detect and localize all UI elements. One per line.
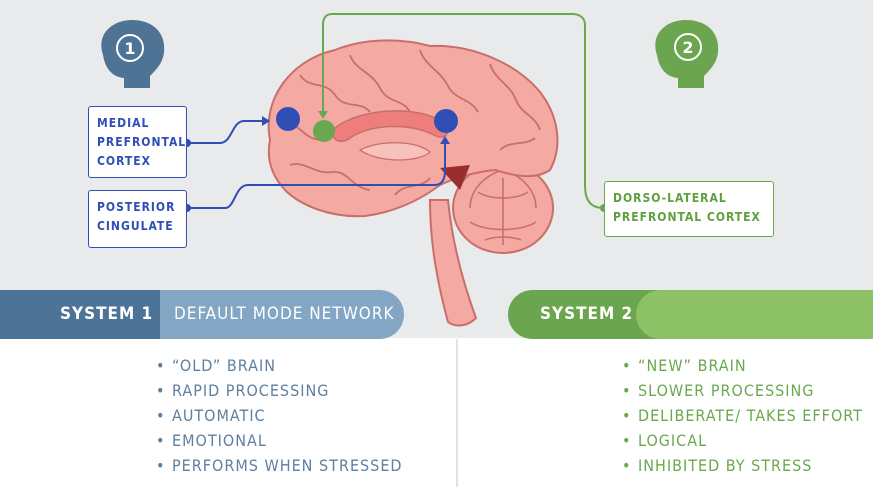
list-item: • RAPID PROCESSING [156,378,403,403]
dorso-connector [322,13,605,209]
posterior-connector [187,142,446,209]
list-item: • LOGICAL [622,428,863,453]
medial-arrowhead [262,116,270,126]
bullet-dot: • [156,456,166,475]
list-item-text: “OLD” BRAIN [172,356,276,375]
dorso-label-line-1: DORSO-LATERAL [613,191,727,205]
system1-band-light [160,290,404,339]
system2-title: SYSTEM 2 [540,304,634,324]
bullet-dot: • [622,406,632,425]
list-item: • “OLD” BRAIN [156,353,403,378]
list-item-text: INHIBITED BY STRESS [638,456,813,475]
bullet-dot: • [622,456,632,475]
list-item: • EMOTIONAL [156,428,403,453]
posterior-cingulate-marker [434,109,458,133]
brain-stem [428,199,478,327]
posterior-label-line-1: POSTERIOR [97,200,176,214]
medial-prefrontal-label: MEDIAL PREFRONTAL CORTEX [88,106,187,178]
system1-subtitle: DEFAULT MODE NETWORK [174,304,395,324]
list-item: • SLOWER PROCESSING [622,378,863,403]
dorso-lateral-label: DORSO-LATERAL PREFRONTAL CORTEX [604,181,774,237]
posterior-label-line-2: CINGULATE [97,219,174,233]
list-item-text: AUTOMATIC [172,406,266,425]
bullet-dot: • [156,356,166,375]
system1-title: SYSTEM 1 [60,304,154,324]
system1-list: • “OLD” BRAIN • RAPID PROCESSING • AUTOMATI… [156,353,403,478]
list-item: • DELIBERATE/ TAKES EFFORT [622,403,863,428]
list-item-text: DELIBERATE/ TAKES EFFORT [638,406,863,425]
list-item: • “NEW” BRAIN [622,353,863,378]
corpus-callosum [332,110,449,142]
dorso-label-line-2: PREFRONTAL CORTEX [613,210,761,224]
bullet-dot: • [156,381,166,400]
head-badge-1-icon [101,20,165,88]
badge-2-number: 2 [682,38,693,57]
bullet-dot: • [156,431,166,450]
list-item: • AUTOMATIC [156,403,403,428]
bullet-dot: • [156,406,166,425]
bullet-dot: • [622,356,632,375]
brain-illustration [267,39,559,327]
list-item-text: SLOWER PROCESSING [638,381,815,400]
posterior-arrowhead [440,136,450,144]
system2-band-light [636,290,873,339]
dorso-arrowhead [318,111,328,119]
head-badge-2-icon [655,20,719,88]
medial-label-line-3: CORTEX [97,154,151,168]
medial-label-line-1: MEDIAL [97,116,150,130]
medial-connector [187,120,265,144]
dorso-lateral-marker [313,120,335,142]
brainstem-region [440,165,470,190]
list-item-text: “NEW” BRAIN [638,356,747,375]
badge-1-number: 1 [124,39,135,58]
list-item: • PERFORMS WHEN STRESSED [156,453,403,478]
list-item: • INHIBITED BY STRESS [622,453,863,478]
list-item-text: RAPID PROCESSING [172,381,330,400]
system2-list: • “NEW” BRAIN • SLOWER PROCESSING • DELIBER… [622,353,863,478]
list-item-text: LOGICAL [638,431,708,450]
list-item-text: PERFORMS WHEN STRESSED [172,456,403,475]
posterior-cingulate-label: POSTERIOR CINGULATE [88,190,187,248]
bullet-dot: • [622,431,632,450]
medial-prefrontal-marker [276,107,300,131]
list-item-text: EMOTIONAL [172,431,267,450]
column-divider [456,339,458,487]
medial-label-line-2: PREFRONTAL [97,135,187,149]
cerebellum [452,162,554,254]
bullet-dot: • [622,381,632,400]
